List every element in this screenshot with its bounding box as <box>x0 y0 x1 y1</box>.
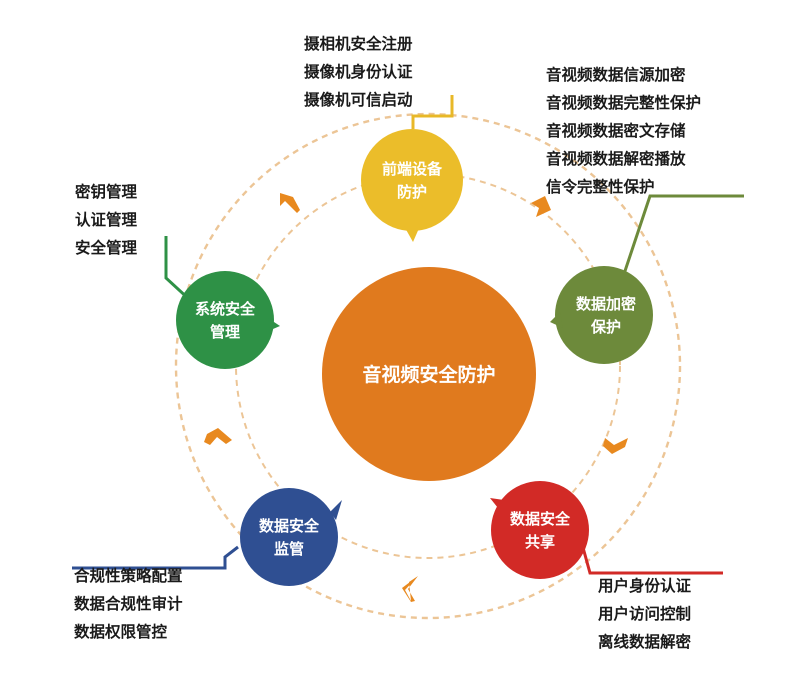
connector-line-front <box>411 95 454 129</box>
description-line: 安全管理 <box>75 239 138 257</box>
connector-line-system <box>164 236 193 303</box>
node-encrypt-label-2: 保护 <box>590 318 621 336</box>
description-line: 密钥管理 <box>75 183 138 201</box>
description-supervise: 合规性策略配置 数据合规性审计 数据权限管控 <box>74 562 183 646</box>
node-system-circle <box>176 271 274 369</box>
node-supervise-label-1: 数据安全 <box>259 517 320 535</box>
description-encrypt: 音视频数据信源加密 音视频数据完整性保护 音视频数据密文存储 音视频数据解密播放… <box>546 61 701 201</box>
chevron-arrow-icon <box>603 438 628 454</box>
node-system-label-2: 管理 <box>210 323 240 341</box>
outer-dashed-ring <box>174 112 682 620</box>
description-line: 音视频数据解密播放 <box>546 150 686 168</box>
node-supervise-circle <box>240 488 338 586</box>
description-line: 合规性策略配置 <box>74 567 183 585</box>
description-line: 信令完整性保护 <box>546 178 655 196</box>
description-line: 数据合规性审计 <box>74 595 183 613</box>
description-line: 离线数据解密 <box>598 633 692 651</box>
node-supervise-label-2: 监管 <box>274 540 304 558</box>
node-system-tail <box>266 318 280 332</box>
center-circle <box>322 267 536 481</box>
chevron-arrow-icon <box>402 576 418 602</box>
node-data-sharing: 数据安全 共享 <box>490 481 589 579</box>
chevron-arrow-icon <box>280 193 300 213</box>
node-system-label-1: 系统安全 <box>195 300 256 318</box>
description-line: 数据权限管控 <box>74 623 168 641</box>
node-supervise-tail <box>330 500 342 520</box>
node-encrypt-label-1: 数据加密 <box>576 295 636 313</box>
description-line: 音视频数据信源加密 <box>546 66 686 84</box>
description-system: 密钥管理 认证管理 安全管理 <box>75 178 137 262</box>
description-line: 认证管理 <box>75 211 138 229</box>
description-line: 音视频数据完整性保护 <box>546 94 702 112</box>
description-line: 音视频数据密文存储 <box>546 122 686 140</box>
node-system-security: 系统安全 管理 <box>176 271 280 369</box>
description-line: 用户访问控制 <box>598 605 692 623</box>
description-line: 用户身份认证 <box>598 577 692 595</box>
description-line: 摄像机身份认证 <box>304 63 413 81</box>
node-data-supervision: 数据安全 监管 <box>240 488 342 586</box>
node-front-label-1: 前端设备 <box>382 160 443 178</box>
node-front-circle <box>361 129 463 231</box>
node-data-encryption: 数据加密 保护 <box>550 266 653 364</box>
node-share-circle <box>491 481 589 579</box>
chevron-arrow-icon <box>204 428 232 445</box>
description-front: 摄相机安全注册 摄像机身份认证 摄像机可信启动 <box>304 30 413 114</box>
chevron-arrow-icon <box>531 196 551 217</box>
node-front-device-protection: 前端设备 防护 <box>361 129 463 242</box>
node-share-label-1: 数据安全 <box>510 510 571 528</box>
node-share-label-2: 共享 <box>525 533 555 551</box>
node-front-tail <box>404 226 420 242</box>
connector-line-share <box>577 532 723 575</box>
node-encrypt-tail <box>550 312 563 328</box>
description-share: 用户身份认证 用户访问控制 离线数据解密 <box>598 572 691 656</box>
node-encrypt-circle <box>555 266 653 364</box>
connector-line-supervise <box>72 545 239 570</box>
description-line: 摄相机安全注册 <box>304 35 413 53</box>
connector-line-encrypt <box>622 194 744 275</box>
node-front-label-2: 防护 <box>397 183 427 201</box>
description-line: 摄像机可信启动 <box>304 91 413 109</box>
node-share-tail <box>490 498 504 508</box>
center-label: 音视频安全防护 <box>362 363 495 386</box>
